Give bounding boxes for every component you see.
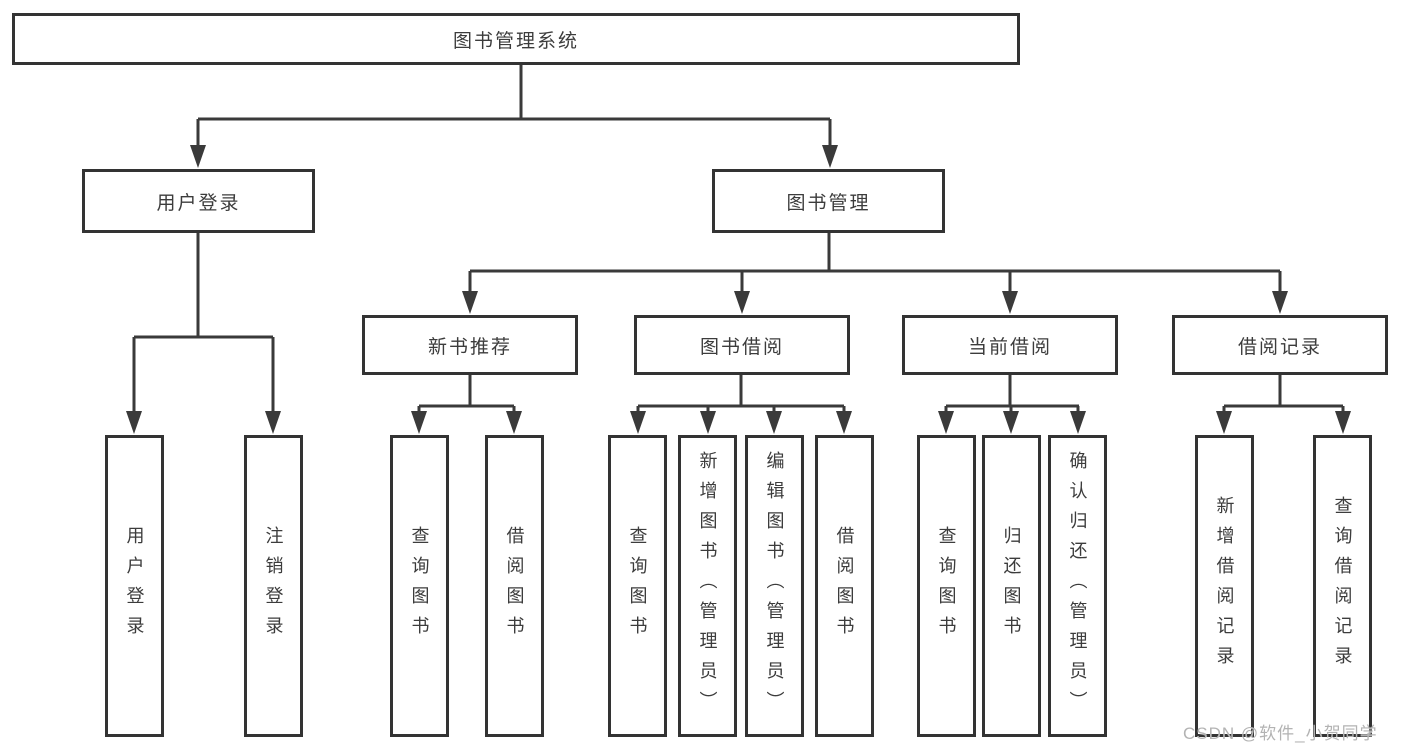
- node-label: 图书管理: [786, 192, 871, 214]
- leaf-query-borrow-record: 查询借阅记录: [1313, 435, 1372, 737]
- leaf-query-books-recommend: 查询图书: [390, 435, 449, 737]
- leaf-label: 借阅图书: [834, 526, 855, 646]
- leaf-label: 用户登录: [124, 526, 145, 646]
- leaf-label: 新增借阅记录: [1214, 496, 1235, 676]
- leaf-label: 归还图书: [1001, 526, 1022, 646]
- node-label: 新书推荐: [427, 336, 512, 358]
- leaf-add-books-admin: 新增图书（管理员）: [678, 435, 737, 737]
- node-user-login: 用户登录: [82, 169, 315, 233]
- leaf-label: 查询图书: [627, 526, 648, 646]
- leaf-borrow-books-borrowing: 借阅图书: [815, 435, 874, 737]
- node-label: 图书借阅: [699, 336, 784, 358]
- leaf-return-books: 归还图书: [982, 435, 1041, 737]
- leaf-label: 编辑图书（管理员）: [764, 451, 785, 721]
- leaf-label: 注销登录: [263, 526, 284, 646]
- node-borrowing-records: 借阅记录: [1172, 315, 1388, 375]
- node-book-borrowing: 图书借阅: [634, 315, 850, 375]
- node-label: 借阅记录: [1237, 336, 1322, 358]
- leaf-label: 查询图书: [936, 526, 957, 646]
- leaf-label: 确认归还（管理员）: [1067, 451, 1088, 721]
- leaf-add-borrow-record: 新增借阅记录: [1195, 435, 1254, 737]
- leaf-label: 查询借阅记录: [1332, 496, 1353, 676]
- csdn-watermark: CSDN @软件_小贺同学: [1183, 724, 1378, 743]
- leaf-user-login: 用户登录: [105, 435, 164, 737]
- node-current-borrowing: 当前借阅: [902, 315, 1118, 375]
- leaf-confirm-return-admin: 确认归还（管理员）: [1048, 435, 1107, 737]
- leaf-edit-books-admin: 编辑图书（管理员）: [745, 435, 804, 737]
- leaf-query-books-borrowing: 查询图书: [608, 435, 667, 737]
- node-book-management: 图书管理: [712, 169, 945, 233]
- leaf-borrow-books-recommend: 借阅图书: [485, 435, 544, 737]
- leaf-label: 借阅图书: [504, 526, 525, 646]
- leaf-label: 查询图书: [409, 526, 430, 646]
- node-new-book-recommend: 新书推荐: [362, 315, 578, 375]
- leaf-query-books-current: 查询图书: [917, 435, 976, 737]
- node-label: 用户登录: [156, 192, 241, 214]
- leaf-label: 新增图书（管理员）: [697, 451, 718, 721]
- node-label: 当前借阅: [967, 336, 1052, 358]
- node-library-management-system: 图书管理系统: [12, 13, 1020, 65]
- node-label: 图书管理系统: [452, 30, 579, 52]
- leaf-logout: 注销登录: [244, 435, 303, 737]
